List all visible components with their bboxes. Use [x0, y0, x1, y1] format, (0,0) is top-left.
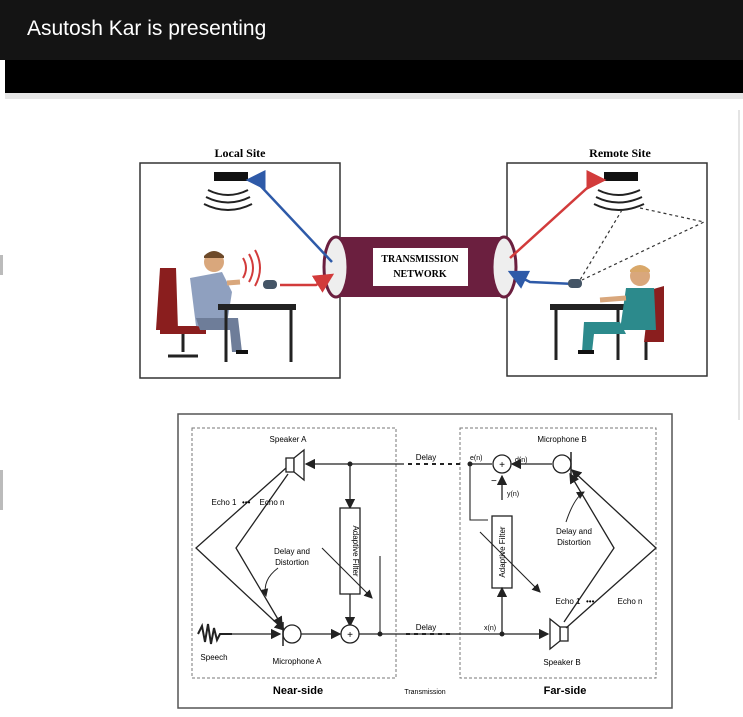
echo-scenario-figure: Local Site Remote Site TRANSMISSION NETW… [139, 146, 708, 379]
network-label-line1: TRANSMISSION [381, 254, 459, 265]
presentation-banner: Asutosh Kar is presenting [0, 0, 743, 60]
remote-person-illustration [550, 265, 664, 360]
local-person-illustration [156, 251, 296, 362]
presenter-status-text: Asutosh Kar is presenting [27, 17, 267, 40]
local-microphone-icon [263, 280, 277, 289]
delay-distortion-right-line1: Delay and [556, 527, 592, 536]
echo-n-label-left: Echo n [260, 498, 285, 507]
remote-site-label: Remote Site [589, 146, 651, 160]
echo-n-label-right: Echo n [618, 597, 643, 606]
far-side-region [459, 427, 657, 679]
speaker-b-label: Speaker B [543, 658, 580, 667]
speaker-a-label: Speaker A [270, 435, 308, 444]
left-edge-mark [0, 255, 3, 275]
delay-top-label: Delay [416, 453, 436, 462]
remote-site-room [506, 162, 708, 377]
delay-distortion-left-line2: Distortion [275, 558, 309, 567]
transmission-label: Transmission [404, 689, 445, 696]
sum-b-plus: + [499, 460, 505, 471]
echo-dots: ••• [242, 498, 251, 507]
echo-1-label-right: Echo 1 [556, 597, 581, 606]
echo-1-label-left: Echo 1 [212, 498, 237, 507]
local-speaker-icon [203, 172, 253, 211]
microphone-b-icon [552, 454, 572, 474]
microphone-a-label: Microphone A [273, 657, 323, 666]
far-echo-path-outer [565, 469, 657, 629]
incoming-signal-arrow [245, 170, 333, 263]
far-side-label: Far-side [544, 685, 587, 697]
banner-shadow-strip [5, 60, 743, 93]
network-label-line2: NETWORK [393, 269, 447, 280]
delay-bottom-label: Delay [416, 623, 436, 632]
delay-distortion-right-line2: Distortion [557, 538, 591, 547]
speech-waveform-icon [197, 622, 232, 645]
near-side-region [191, 427, 397, 679]
distortion-pointer-left [260, 567, 279, 597]
left-edge-mark [0, 470, 3, 510]
remote-outgoing-signal-arrow [507, 270, 576, 289]
echo-canceller-block-diagram: Speaker A Adaptive Filter Echo 1 ••• Ech… [177, 413, 673, 709]
microphone-a-icon [282, 624, 302, 644]
transmission-network-tube: TRANSMISSION NETWORK [322, 235, 518, 299]
yn-label: y(n) [507, 491, 519, 498]
speech-wave-icon [242, 249, 261, 287]
adaptive-filter-a-label: Adaptive Filter [351, 525, 360, 576]
delay-distortion-left-line1: Delay and [274, 547, 310, 556]
outgoing-signal-arrow [280, 273, 335, 293]
adaptation-arrow [321, 547, 373, 599]
distortion-pointer-right [565, 491, 585, 523]
microphone-b-label: Microphone B [537, 435, 586, 444]
speaker-a-icon [285, 448, 305, 482]
echo-dots-right: ••• [586, 597, 595, 606]
local-site-label: Local Site [215, 146, 267, 160]
adaptive-filter-b-label: Adaptive Filter [498, 526, 507, 577]
error-node [377, 631, 383, 637]
remote-microphone-icon [568, 279, 582, 288]
remote-speaker-icon [593, 172, 645, 211]
sum-b-minus: − [491, 476, 497, 487]
dn-label: d(n) [515, 457, 527, 464]
acoustic-echo-paths [579, 207, 706, 281]
slide-right-edge [738, 110, 740, 420]
echo-path-outer [195, 467, 287, 631]
speaker-b-icon [549, 617, 569, 651]
speech-label: Speech [200, 653, 227, 662]
en-label: e(n) [470, 455, 482, 462]
echo-path-inner [235, 473, 289, 628]
xn-label: x(n) [484, 625, 496, 632]
far-adaptation-arrow [479, 531, 541, 593]
sum-a-plus: + [347, 630, 353, 641]
near-side-label: Near-side [273, 685, 323, 697]
banner-divider [5, 93, 743, 99]
remote-incoming-signal-arrow [509, 170, 607, 259]
far-feedback-line [469, 464, 488, 521]
